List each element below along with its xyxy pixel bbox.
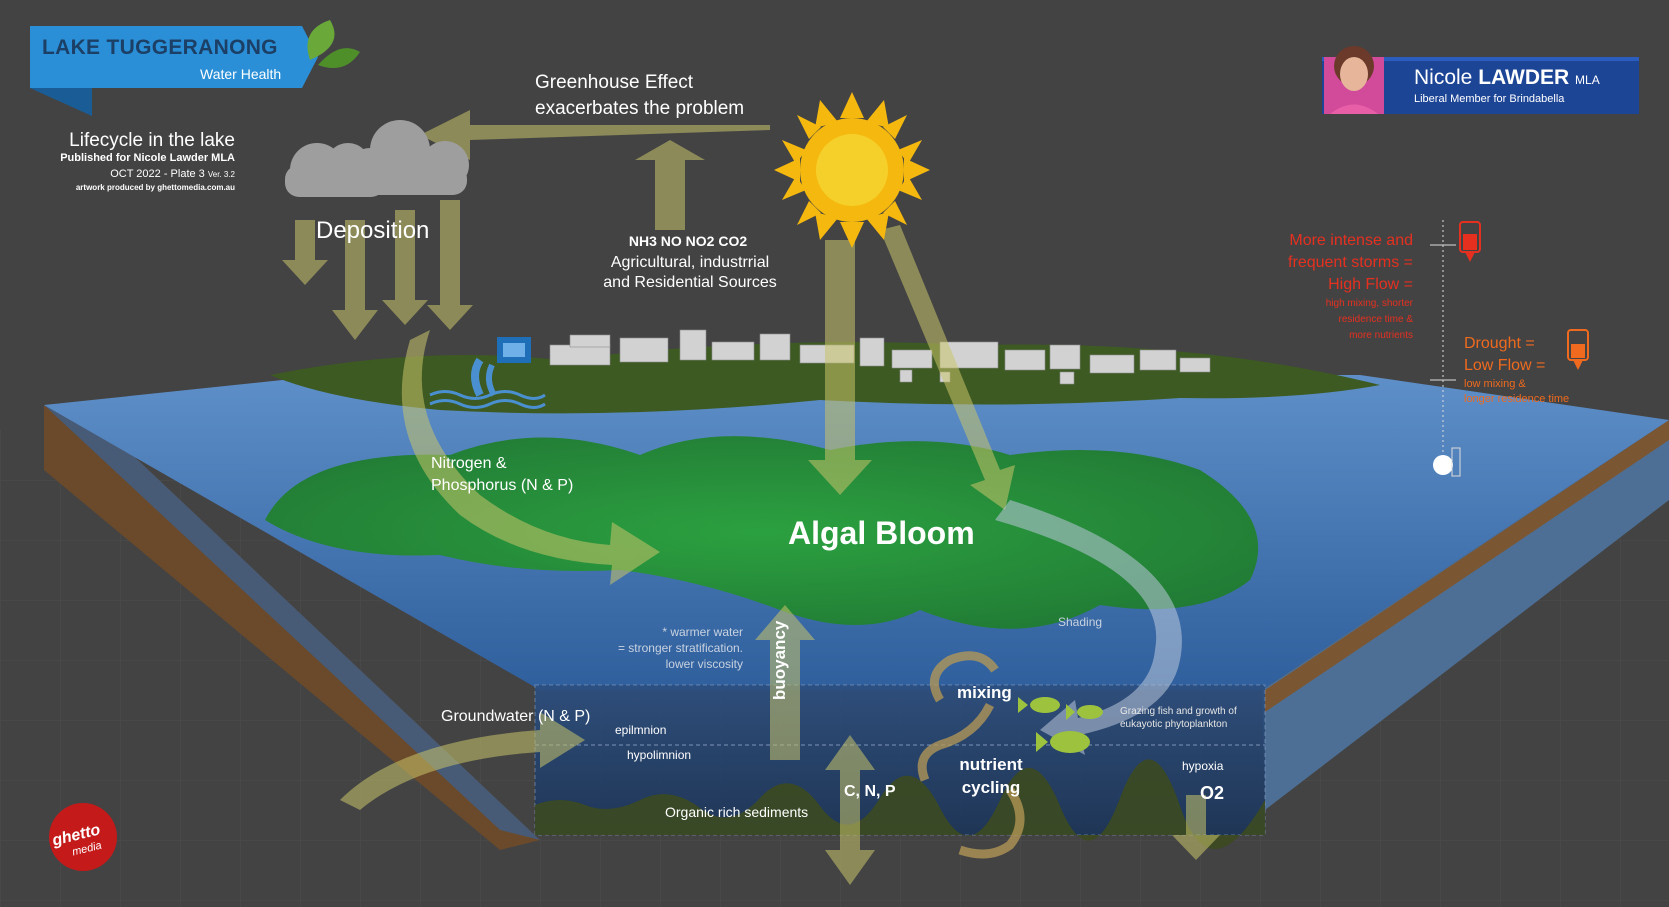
storms-note-2: residence time &: [1338, 314, 1413, 325]
pipe-outlet-icon: [429, 337, 546, 409]
nutrient-line-1: nutrient: [959, 755, 1023, 774]
greenhouse-line-1: Greenhouse Effect: [535, 72, 694, 93]
drought-note-1: low mixing &: [1464, 378, 1526, 390]
low-flow-note: low mixing & longer residence time: [1464, 377, 1569, 407]
hypoxia-label: hypoxia: [1182, 759, 1224, 773]
artwork-credit: artwork produced by ghettomedia.com.au: [75, 183, 235, 192]
low-flow-label: Drought = Low Flow =: [1464, 333, 1545, 377]
epilimnion-label: epilmnion: [615, 723, 667, 737]
member-suffix: MLA: [1575, 73, 1600, 87]
low-flow-gauge-icon: [1567, 329, 1589, 370]
lifecycle-title: Lifecycle in the lake: [69, 130, 235, 151]
drought-line-1: Drought =: [1464, 335, 1535, 352]
nutrient-cycling-label: nutrient cycling: [946, 753, 1036, 799]
buoyancy-label: buoyancy: [770, 620, 789, 700]
title-banner: [30, 20, 360, 116]
grazing-line-1: Grazing fish and growth of: [1120, 706, 1237, 717]
sediments-label: Organic rich sediments: [665, 804, 809, 820]
high-flow-label: More intense and frequent storms = High …: [1230, 230, 1413, 296]
plate-info: OCT 2022 - Plate 3 Ver. 3.2: [20, 168, 235, 180]
member-name: Nicole LAWDER MLA: [1414, 66, 1600, 90]
sources-line-1: Agricultural, industrrial: [610, 254, 770, 271]
nitrogen-line-2: Phosphorus (N & P): [431, 477, 574, 494]
clouds: [285, 120, 469, 197]
warmer-water-note: * warmer water = stronger stratification…: [540, 624, 743, 672]
mixing-label: mixing: [957, 683, 1012, 702]
warmer-line-1: * warmer water: [662, 625, 743, 639]
storms-line-1: More intense and: [1289, 232, 1413, 249]
storms-line-2: frequent storms =: [1288, 254, 1413, 271]
cnp-label: C, N, P: [844, 783, 896, 800]
ghetto-media-logo: [49, 803, 117, 871]
cycling-arrows: [917, 651, 1025, 859]
shading-label: Shading: [1058, 615, 1103, 629]
nitrogen-label: Nitrogen & Phosphorus (N & P): [431, 453, 573, 497]
flow-gauge: [1430, 220, 1461, 477]
member-role: Liberal Member for Brindabella: [1414, 93, 1565, 105]
shading-arrow: [995, 500, 1182, 755]
storms-note-3: more nutrients: [1349, 330, 1413, 341]
storms-note-1: high mixing, shorter: [1325, 298, 1413, 309]
nitrogen-line-1: Nitrogen &: [431, 455, 507, 472]
deposition-label: Deposition: [316, 217, 430, 244]
greenhouse-line-2: exacerbates the problem: [535, 98, 745, 119]
sun-icon: [774, 92, 930, 248]
high-flow-note: high mixing, shorter residence time & mo…: [1230, 296, 1413, 344]
warmer-line-3: lower viscosity: [665, 657, 743, 671]
plate-label: OCT 2022 - Plate 3: [110, 168, 205, 180]
o2-label: O2: [1200, 783, 1225, 803]
algal-bloom-label: Algal Bloom: [788, 515, 975, 551]
fish-icon: [1018, 697, 1103, 753]
sources-line-2: and Residential Sources: [603, 274, 777, 291]
published-credit: Published for Nicole Lawder MLA: [60, 152, 235, 164]
page-title: LAKE TUGGERANONG: [42, 36, 278, 59]
avatar: [1324, 46, 1384, 114]
drought-line-2: Low Flow =: [1464, 357, 1546, 374]
greenhouse-label: Greenhouse Effect exacerbates the proble…: [535, 70, 744, 122]
member-last-name: LAWDER: [1478, 66, 1570, 89]
drought-note-2: longer residence time: [1464, 393, 1570, 405]
high-flow-gauge-icon: [1459, 221, 1481, 262]
grazing-label: Grazing fish and growth of eukayotic phy…: [1120, 705, 1237, 731]
nutrient-line-2: cycling: [961, 778, 1021, 797]
hypolimnion-label: hypolimnion: [627, 748, 692, 762]
version-label: Ver. 3.2: [207, 170, 235, 179]
member-first-name: Nicole: [1414, 66, 1473, 89]
grazing-line-2: eukayotic phytoplankton: [1120, 719, 1228, 730]
chemicals-label: NH3 NO NO2 CO2: [628, 233, 748, 249]
groundwater-label: Groundwater (N & P): [441, 708, 591, 725]
process-arrows: [282, 110, 1220, 885]
sources-label: Agricultural, industrrial and Residentia…: [580, 253, 800, 293]
page-subtitle: Water Health: [200, 66, 282, 82]
warmer-line-2: = stronger stratification.: [617, 641, 743, 655]
storms-line-3: High Flow =: [1328, 276, 1413, 293]
